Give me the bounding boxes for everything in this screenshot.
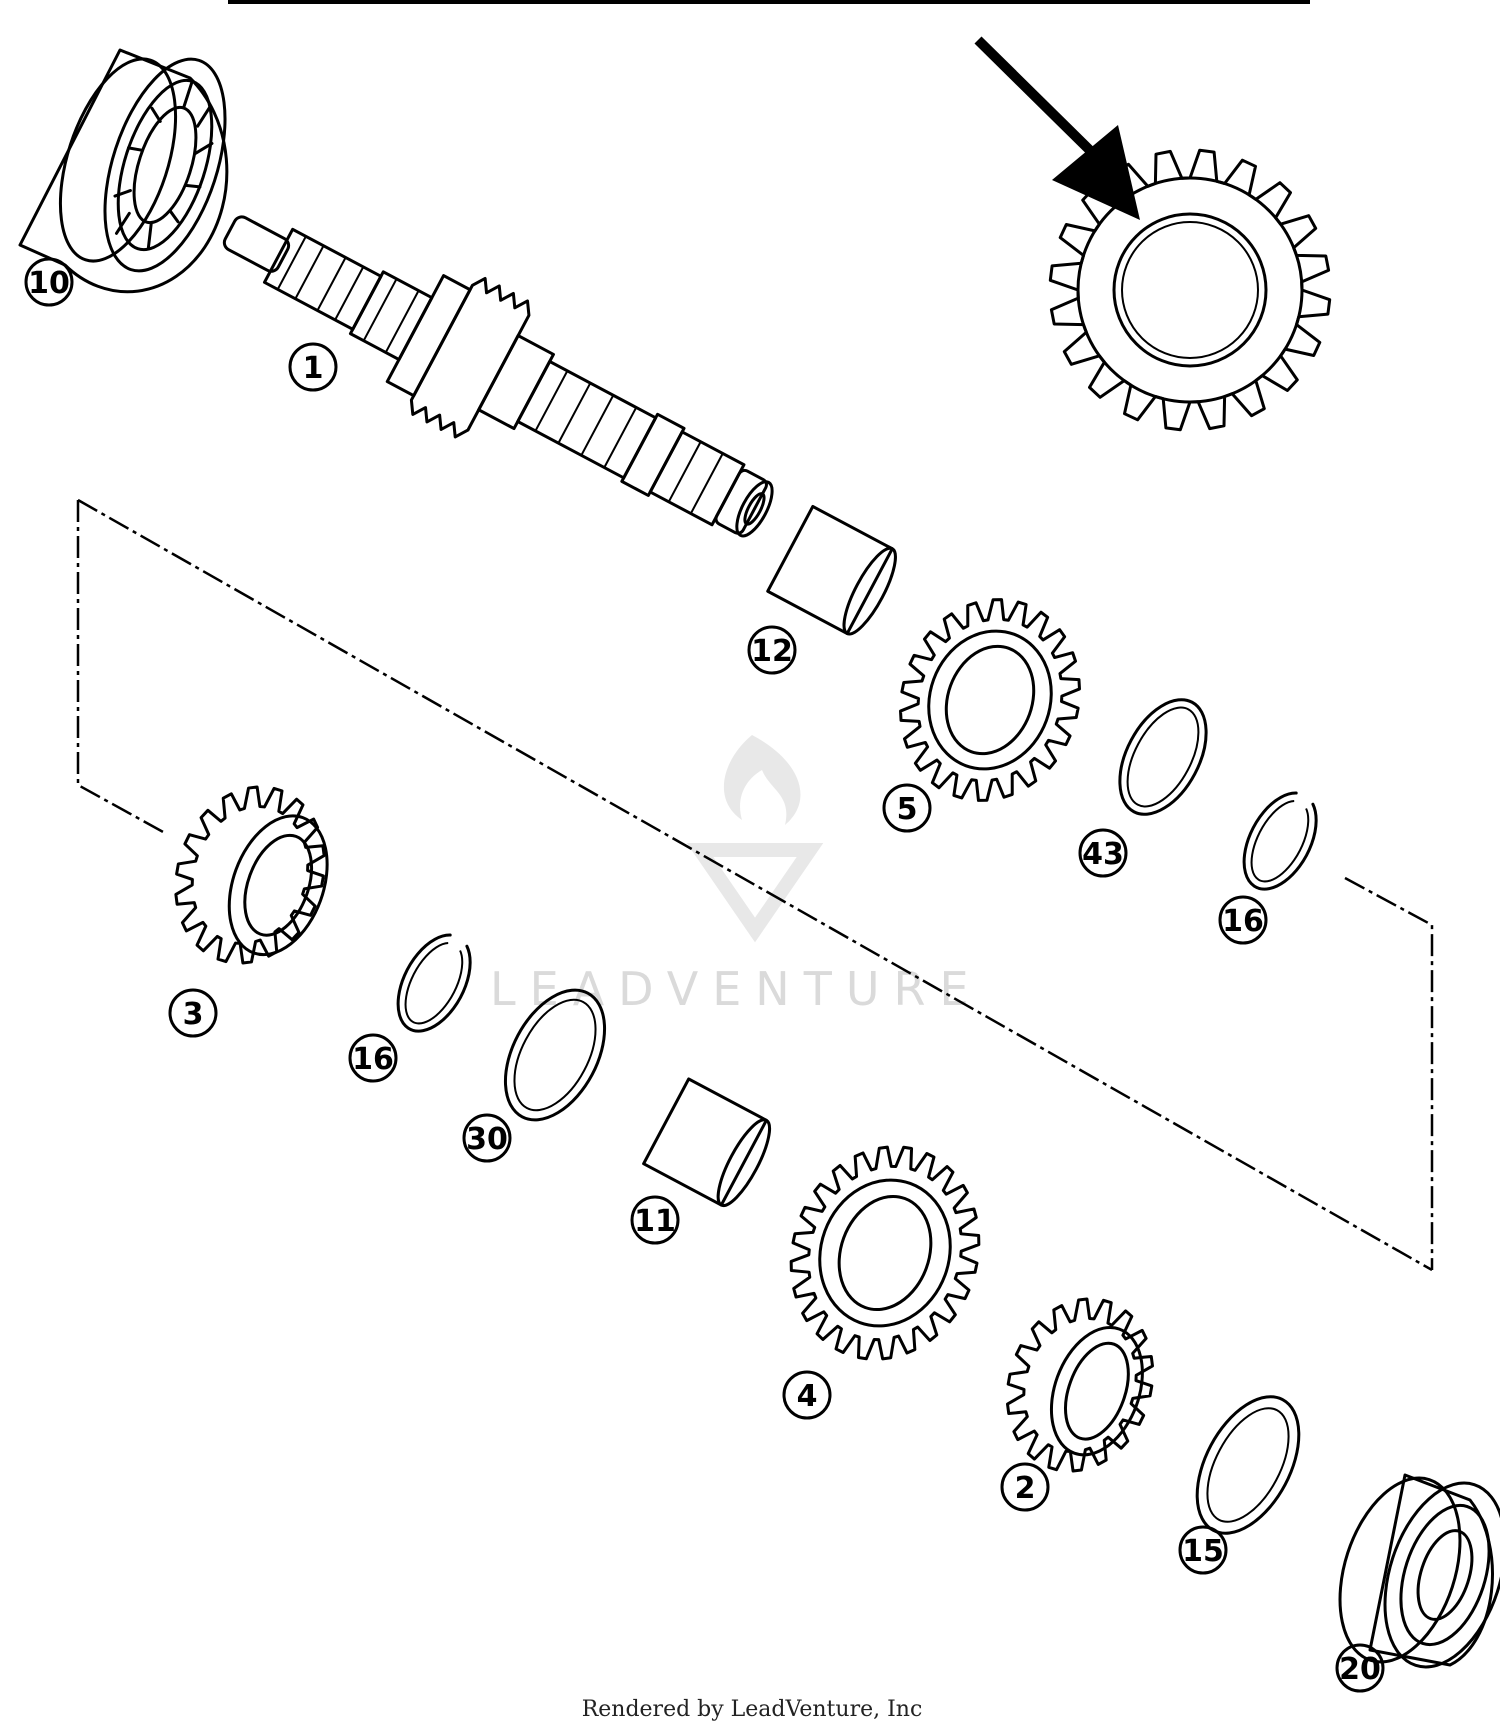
pointer-arrow-icon [974,36,1140,220]
gear-2 [1006,1297,1154,1473]
callout-10: 10 [24,257,74,307]
ball-bearing-bottom [1338,1473,1500,1669]
callout-2: 2 [1000,1462,1050,1512]
callout-10-label: 10 [28,266,70,301]
callout-16-right: 16 [1218,895,1268,945]
callout-12-label: 12 [751,634,793,669]
needle-bearing-lower [642,1077,772,1208]
callout-3-label: 3 [183,997,204,1032]
callout-5-label: 5 [897,792,918,827]
assembly-lines [76,498,1434,1272]
washer-43 [1118,698,1208,816]
callout-4: 4 [782,1370,832,1420]
callout-11: 11 [630,1195,680,1245]
gear-4-teeth [789,1145,981,1361]
callout-16-right-label: 16 [1222,904,1264,939]
callout-30: 30 [462,1113,512,1163]
callout-43: 43 [1078,828,1128,878]
flame-logo-icon [723,735,801,825]
washer-15 [1195,1395,1301,1535]
callout-20: 20 [1335,1643,1385,1693]
callout-20-label: 20 [1339,1652,1381,1687]
callout-5: 5 [882,783,932,833]
main-shaft [222,215,774,538]
callout-1-label: 1 [303,351,324,386]
circlip-right [1242,791,1318,891]
v-logo-icon [686,843,824,943]
callout-15-label: 15 [1182,1534,1224,1569]
highlighted-gear [1048,148,1332,432]
callout-16-left-label: 16 [352,1042,394,1077]
gear-3 [174,785,329,965]
gear-5 [899,598,1081,802]
gear-3-teeth [174,785,326,965]
callout-16-left: 16 [348,1033,398,1083]
gear-4 [789,1145,981,1361]
callout-2-label: 2 [1015,1471,1036,1506]
callout-4-label: 4 [797,1379,818,1414]
gear-2-teeth [1006,1297,1154,1473]
watermark-text: LEADVENTURE [490,962,983,1016]
callout-43-label: 43 [1082,837,1124,872]
callout-30-label: 30 [466,1122,508,1157]
callout-3: 3 [168,988,218,1038]
callout-15: 15 [1178,1525,1228,1575]
callout-1: 1 [288,342,338,392]
circlip-left [396,933,472,1033]
credit-text: Rendered by LeadVenture, Inc [582,1697,923,1722]
callout-12: 12 [747,625,797,675]
needle-bearing-upper [766,504,897,636]
callout-11-label: 11 [634,1204,676,1239]
ball-bearing-top [18,48,229,294]
gear-5-teeth [899,598,1081,802]
washer-30 [503,988,607,1122]
